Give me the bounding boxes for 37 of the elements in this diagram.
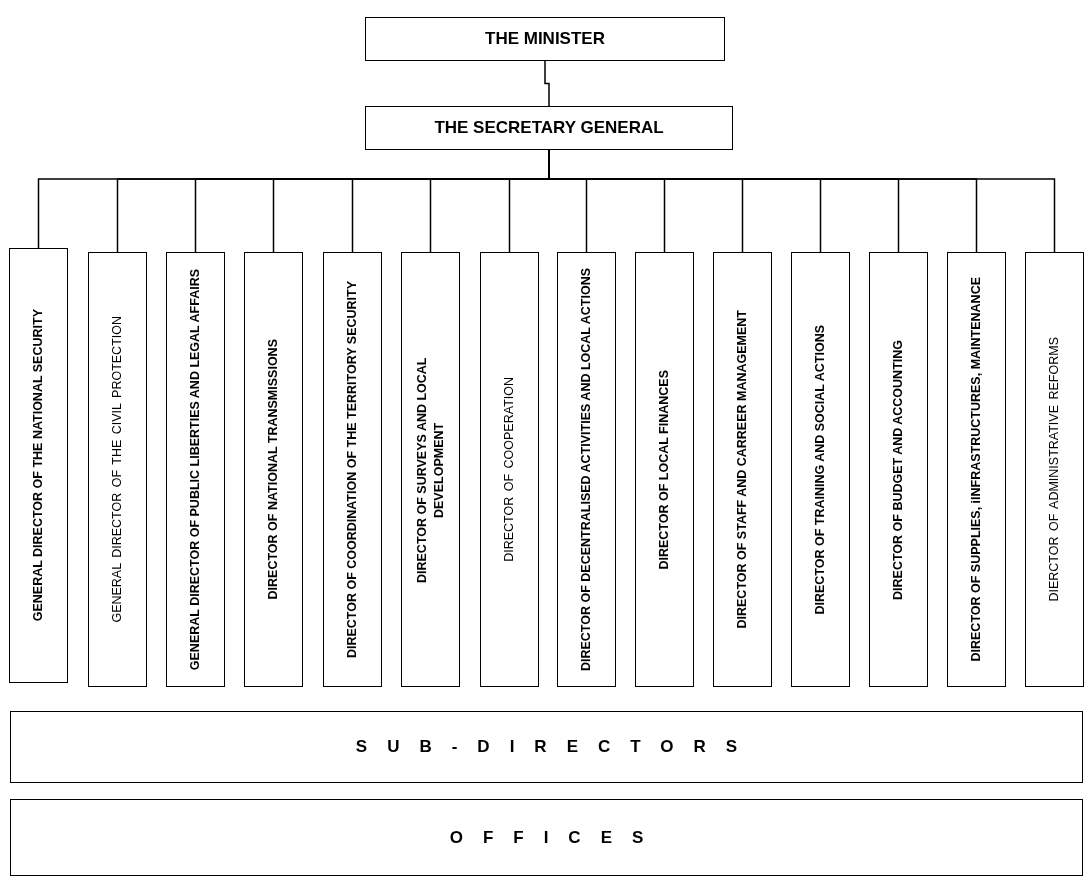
director-box [869,252,928,687]
band-label: SUB-DIRECTORS [354,737,758,757]
box-label: DIERCTOR OF ADMINISTRATIVE REFORMS [1046,337,1062,602]
director-box [323,252,382,687]
box-label: GENERAL DIRECTOR OF THE NATIONAL SECURITY [30,309,46,622]
level-band [10,711,1083,783]
box-label: DIRECTOR OF SURVEYS AND LOCAL DEVELOPMENT [413,355,447,585]
director-box [244,252,303,687]
box-label: DIRECTOR OF TRAINING AND SOCIAL ACTIONS [812,324,828,615]
box-label: GENERAL DIRECTOR OF PUBLIC LIBERTIES AND LEGAL AFFAIRS [187,268,203,671]
box-label: DIRECTOR OF DECENTRALISED ACTIVITIES AND LOCAL ACTIONS [578,268,594,671]
director-box [791,252,850,687]
director-box [1025,252,1084,687]
level-band [10,799,1083,876]
box-label: THE MINISTER [485,29,605,49]
director-box [9,248,68,683]
box-label: DIRECTOR OF COOPERATION [501,377,517,562]
director-box [713,252,772,687]
box-label: GENERAL DIRECTOR OF THE CIVIL PROTECTION [109,316,125,623]
director-box [635,252,694,687]
connector-line [544,60,550,107]
title-box [365,106,733,150]
director-box [557,252,616,687]
box-label: DIRECTOR OF COORDINATION OF THE TERRITORY SECURITY [344,280,360,659]
director-box [947,252,1006,687]
band-label: OFFICES [448,827,664,848]
box-label: DIRECTOR OF STAFF AND CARREER MANAGEMENT [734,310,750,629]
director-box [166,252,225,687]
box-label: DIRECTOR OF NATIONAL TRANSMISSIONS [265,339,281,600]
box-label: DIRECTOR OF BUDGET AND ACCOUNTING [890,339,906,600]
box-label: DIRECTOR OF LOCAL FINANCES [656,369,672,570]
director-box [88,252,147,687]
title-box [365,17,725,61]
director-box [401,252,460,687]
director-box [480,252,539,687]
box-label: DIRECTOR OF SUPPLIES, iINFRASTRUCTURES, MAINTENANCE [968,277,984,662]
box-label: THE SECRETARY GENERAL [434,118,664,138]
